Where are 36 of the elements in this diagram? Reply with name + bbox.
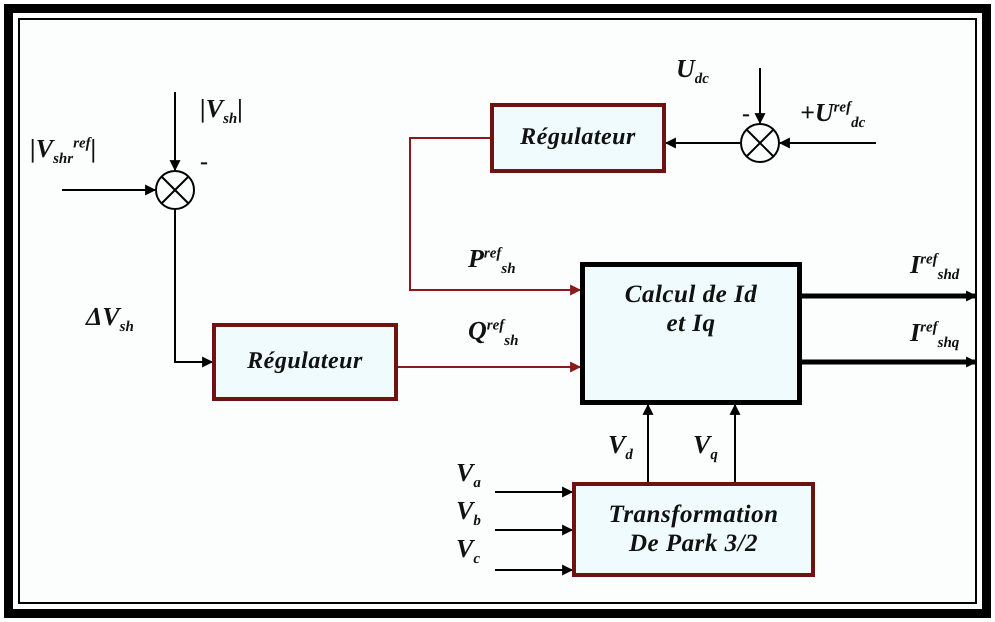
block-label: Calcul de Id et Iq [624, 281, 758, 338]
block-box [572, 482, 815, 577]
arrow [754, 68, 766, 124]
arrow [730, 404, 740, 482]
summing-junction [740, 123, 780, 163]
block-label: Régulateur [520, 124, 636, 152]
block-label: Transformation De Park 3/2 [607, 500, 780, 558]
block-label: Régulateur [247, 348, 363, 376]
signal-label: U$_{dc}$ [676, 56, 709, 88]
signal-label: V$_{c}$ [456, 536, 480, 568]
signal-label: ΔV$_{sh}$ [86, 304, 134, 336]
arrow [62, 184, 156, 196]
arrow [664, 138, 740, 148]
sign-label: - [200, 150, 208, 174]
arrow [802, 290, 978, 302]
block-box [580, 262, 802, 405]
arrow [802, 356, 978, 368]
arrow [170, 92, 180, 172]
signal-label: V$_{b}$ [456, 498, 481, 530]
arrow [778, 138, 876, 148]
block-box [490, 103, 666, 173]
arrow [398, 362, 582, 372]
arrow [174, 210, 214, 368]
block-box [212, 323, 398, 401]
signal-label: |V$_{sh}$| [200, 96, 243, 128]
signal-label: V$_{d}$ [608, 432, 633, 464]
signal-label: |V$_{shr}$$^{ref}$| [30, 136, 96, 168]
signal-label: V$_{q}$ [693, 432, 718, 464]
arrow [409, 137, 582, 296]
arrow [495, 486, 574, 498]
arrow [495, 524, 574, 536]
sign-label: - [742, 102, 750, 126]
summing-junction [155, 170, 195, 210]
arrow [495, 564, 574, 576]
arrow [642, 404, 654, 482]
signal-label: V$_{a}$ [456, 460, 481, 492]
